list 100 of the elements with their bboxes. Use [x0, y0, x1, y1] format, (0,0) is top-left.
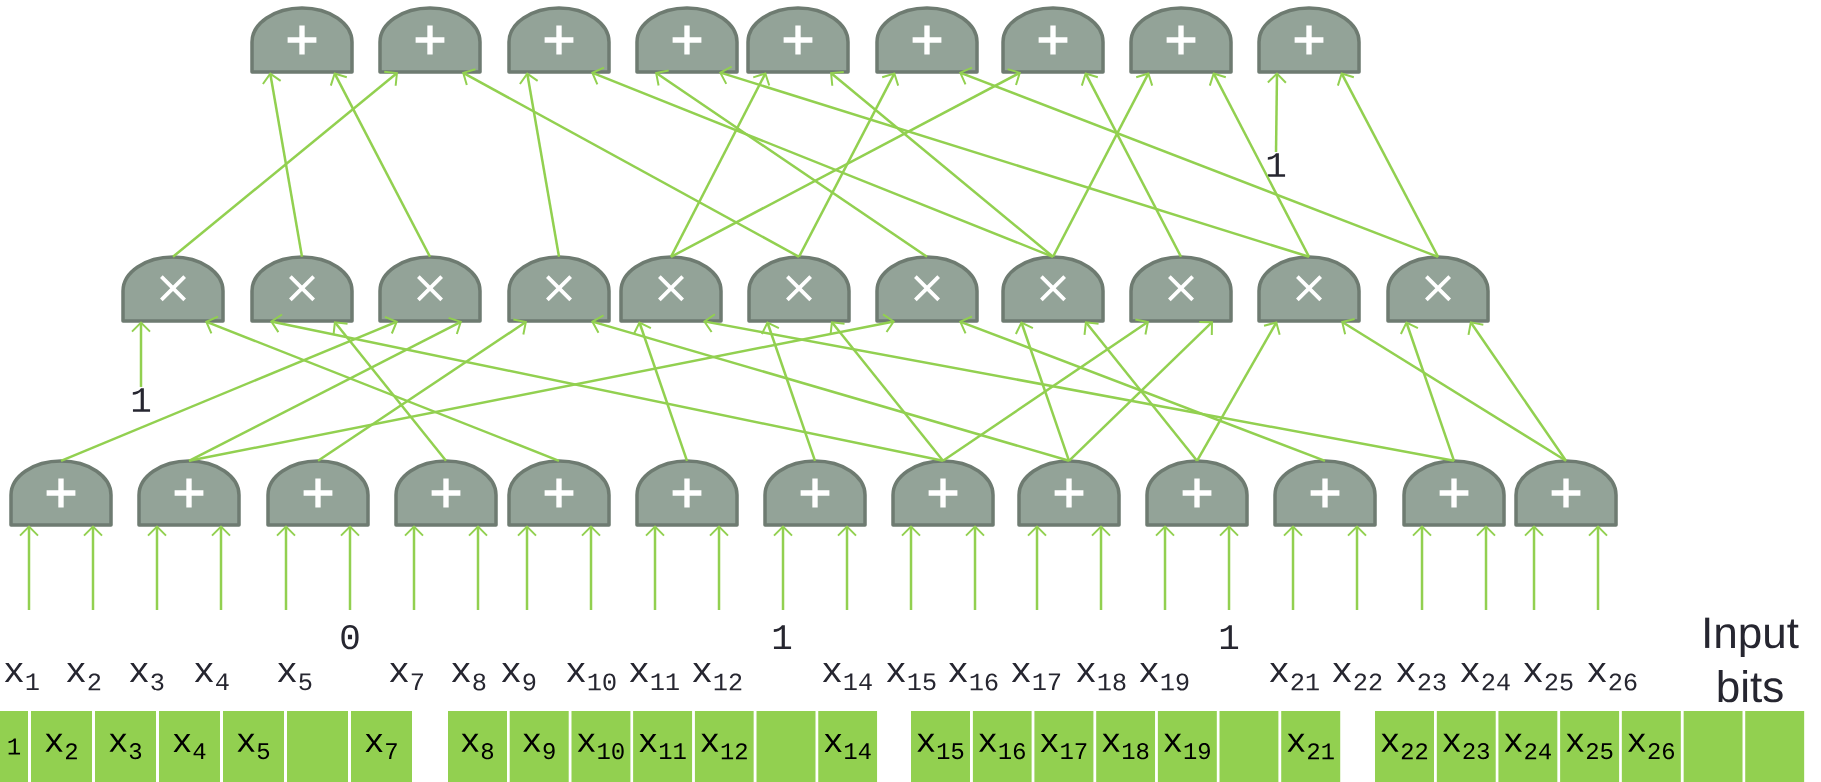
arrow — [1266, 72, 1287, 152]
bit-cell: x$_{8}$ — [448, 711, 507, 782]
bit-cell — [1683, 711, 1743, 782]
arrow — [1083, 321, 1198, 462]
node-label: x$_{11}$ — [639, 733, 686, 760]
arrow — [837, 525, 857, 610]
bit-cell — [756, 711, 816, 782]
bit-cell: x$_{18}$ — [1096, 711, 1156, 782]
bit-label: x$_{9}$ — [501, 663, 536, 691]
bit-label: x$_{11}$ — [629, 663, 679, 691]
bit-label: 1 — [773, 625, 792, 649]
arrow — [131, 321, 151, 387]
arrow — [1051, 72, 1154, 258]
arrow — [404, 525, 424, 610]
arrow — [709, 525, 729, 610]
constant-label: 1 — [132, 388, 151, 412]
arrow — [760, 321, 817, 462]
adder-block: + — [1273, 459, 1377, 527]
arrow — [270, 313, 944, 462]
bit-label: x$_{7}$ — [389, 663, 423, 691]
arrow — [773, 525, 793, 610]
bit-cell — [1219, 711, 1279, 782]
bit-cell: x$_{19}$ — [1157, 711, 1217, 782]
arrow — [468, 525, 488, 610]
bit-cell: x$_{25}$ — [1560, 711, 1620, 782]
arrow — [147, 525, 167, 610]
adder-block: + — [507, 459, 611, 527]
adder-block: + — [250, 6, 354, 74]
bit-cell: x$_{9}$ — [509, 711, 569, 782]
arrow — [959, 315, 1326, 462]
arrow — [670, 68, 1021, 258]
arrow — [1208, 72, 1311, 258]
bit-label: x$_{17}$ — [1011, 663, 1061, 691]
adder-block: + — [763, 459, 867, 527]
bit-label: x$_{3}$ — [129, 663, 164, 691]
bit-label: x$_{14}$ — [822, 663, 872, 691]
bit-label: x$_{24}$ — [1460, 663, 1510, 691]
bit-label: x$_{26}$ — [1587, 663, 1637, 691]
arrow — [581, 525, 601, 610]
bit-label: x$_{22}$ — [1332, 663, 1382, 691]
arrow — [276, 525, 296, 610]
arrow — [655, 69, 928, 258]
multiplier-block: × — [619, 255, 723, 323]
arrow — [317, 318, 527, 462]
multiplier-block: × — [747, 255, 851, 323]
arrow — [1336, 72, 1440, 258]
bit-label: x$_{23}$ — [1396, 663, 1446, 691]
bit-cell — [287, 711, 348, 782]
arrow — [19, 525, 39, 610]
bit-label: x$_{1}$ — [4, 663, 39, 691]
bit-label: x$_{5}$ — [277, 663, 312, 691]
multiplier-block: × — [121, 255, 225, 323]
bit-label: x$_{2}$ — [66, 663, 101, 691]
adder-block: + — [635, 6, 739, 74]
adder-block: + — [1402, 459, 1506, 527]
arrow — [797, 72, 900, 258]
adder-block: + — [1257, 6, 1361, 74]
arrow — [1068, 321, 1213, 462]
adder-block: + — [891, 459, 995, 527]
arrow — [1195, 321, 1281, 462]
bit-cell: x$_{12}$ — [694, 711, 754, 782]
bit-cell: x$_{24}$ — [1498, 711, 1558, 782]
adder-block: + — [875, 6, 979, 74]
node-label: x$_{26}$ — [1628, 733, 1674, 760]
adder-block: + — [746, 6, 850, 74]
bit-cell: x$_{26}$ — [1621, 711, 1681, 782]
multiplier-block: × — [875, 255, 979, 323]
arrow — [1467, 321, 1568, 462]
arrow — [829, 321, 944, 462]
arrow — [1155, 525, 1175, 610]
bit-cell: x$_{2}$ — [31, 711, 92, 782]
bit-cell: x$_{21}$ — [1281, 711, 1341, 782]
arrow — [83, 525, 103, 610]
bit-label: x$_{10}$ — [566, 663, 616, 691]
bit-label: x$_{8}$ — [451, 663, 486, 691]
adder-block: + — [1514, 459, 1618, 527]
adder-block: + — [266, 459, 370, 527]
arrow — [340, 525, 360, 610]
arrow — [205, 315, 560, 462]
adder-block: + — [507, 6, 611, 74]
arrow — [719, 65, 1310, 258]
bit-cell: x$_{10}$ — [571, 711, 631, 782]
arrow — [1524, 525, 1544, 610]
arrow — [1027, 525, 1047, 610]
arrow — [830, 70, 1054, 258]
arrow — [188, 316, 462, 462]
arrow — [60, 315, 398, 462]
arrow — [1014, 321, 1071, 462]
arrow — [645, 525, 665, 610]
node-label: x$_{9}$ — [523, 733, 555, 760]
constant-label: 1 — [1267, 153, 1286, 177]
bit-cell: x$_{23}$ — [1436, 711, 1496, 782]
bit-cell: x$_{3}$ — [95, 711, 156, 782]
arrow — [669, 72, 771, 258]
multiplier-block: × — [378, 255, 482, 323]
bit-label: x$_{12}$ — [692, 663, 742, 691]
arrow — [1219, 525, 1239, 610]
arrow — [332, 321, 447, 462]
bit-cell: 1 — [0, 711, 28, 782]
bit-label: 0 — [341, 624, 359, 650]
